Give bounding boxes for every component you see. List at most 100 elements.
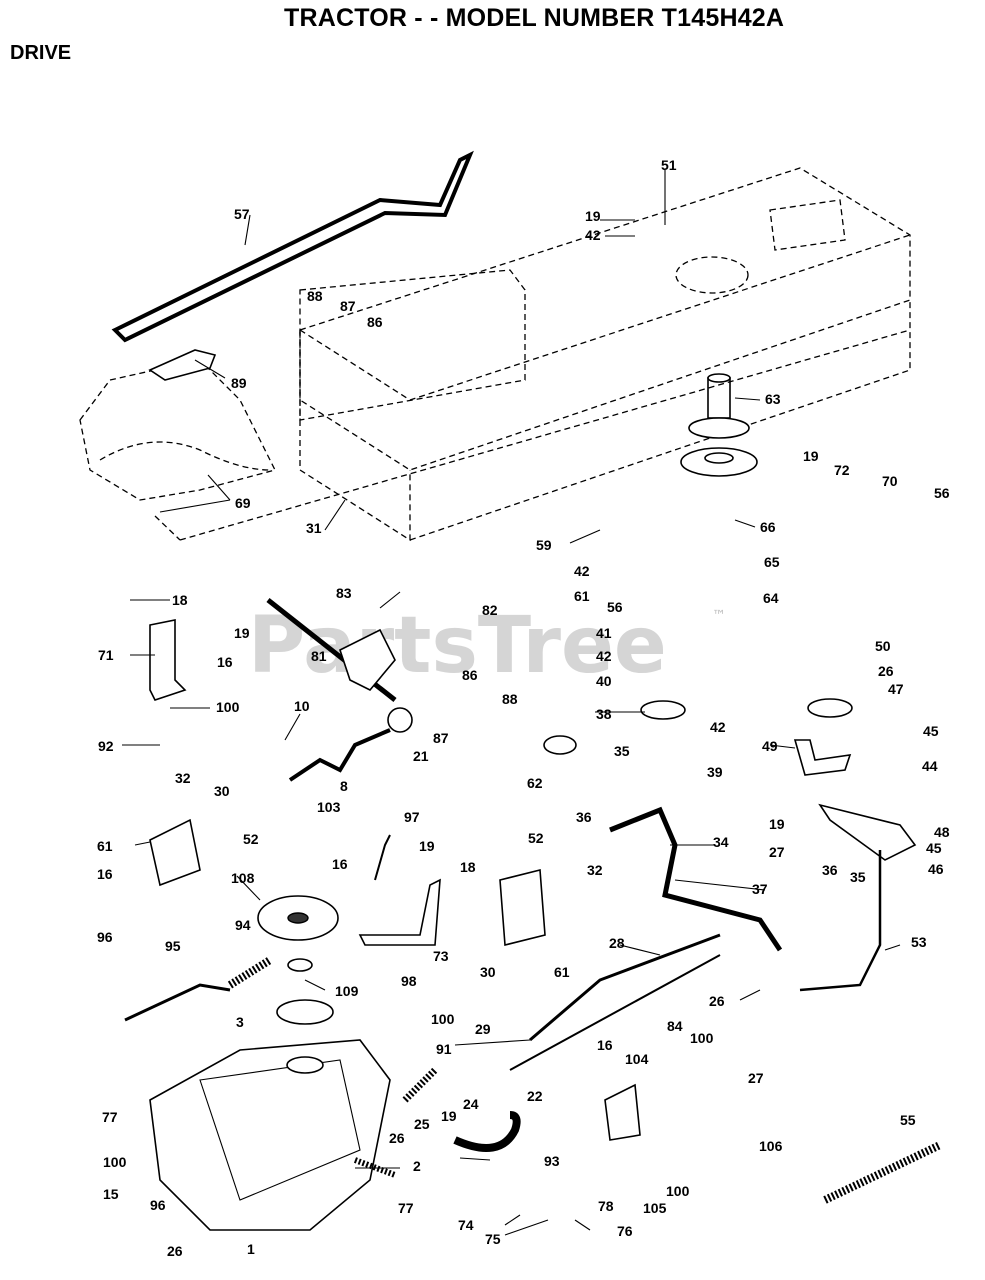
pulley-assembly bbox=[680, 373, 758, 477]
callout-25: 25 bbox=[414, 1116, 430, 1132]
callout-27: 27 bbox=[769, 844, 785, 860]
cross-shaft bbox=[609, 806, 783, 952]
callout-45: 45 bbox=[923, 723, 939, 739]
callout-3: 3 bbox=[236, 1014, 244, 1030]
callout-26: 26 bbox=[167, 1243, 183, 1259]
callout-26: 26 bbox=[878, 663, 894, 679]
callout-16: 16 bbox=[97, 866, 113, 882]
callout-42: 42 bbox=[585, 227, 601, 243]
belt-guide bbox=[148, 349, 217, 381]
bracket-71 bbox=[149, 619, 187, 701]
callout-106: 106 bbox=[759, 1138, 783, 1154]
callout-94: 94 bbox=[235, 917, 251, 933]
callout-10: 10 bbox=[294, 698, 310, 714]
cooling-fan bbox=[257, 895, 339, 941]
callout-98: 98 bbox=[401, 973, 417, 989]
callout-61: 61 bbox=[97, 838, 113, 854]
callout-31: 31 bbox=[306, 520, 322, 536]
bracket-30-right bbox=[499, 868, 546, 947]
rod-97 bbox=[374, 834, 391, 881]
callout-100: 100 bbox=[666, 1183, 690, 1199]
callout-46: 46 bbox=[928, 861, 944, 877]
bracket-104 bbox=[604, 1083, 641, 1141]
rod-28 bbox=[529, 933, 721, 1042]
callout-16: 16 bbox=[332, 856, 348, 872]
shift-knob bbox=[387, 707, 413, 733]
callout-52: 52 bbox=[528, 830, 544, 846]
callout-61: 61 bbox=[574, 588, 590, 604]
callout-19: 19 bbox=[769, 816, 785, 832]
callout-63: 63 bbox=[765, 391, 781, 407]
front-chassis bbox=[79, 359, 276, 501]
callout-50: 50 bbox=[875, 638, 891, 654]
page-title: TRACTOR - - MODEL NUMBER T145H42A bbox=[284, 4, 785, 32]
callout-56: 56 bbox=[934, 485, 950, 501]
callout-77: 77 bbox=[102, 1109, 118, 1125]
spring-25 bbox=[402, 1067, 438, 1103]
callout-105: 105 bbox=[643, 1200, 667, 1216]
callout-81: 81 bbox=[311, 648, 327, 664]
callout-52: 52 bbox=[243, 831, 259, 847]
callout-51: 51 bbox=[661, 157, 677, 173]
callout-36: 36 bbox=[822, 862, 838, 878]
callout-96: 96 bbox=[150, 1197, 166, 1213]
callout-15: 15 bbox=[103, 1186, 119, 1202]
callout-61: 61 bbox=[554, 964, 570, 980]
idler-pulley-47 bbox=[807, 698, 853, 718]
callout-35: 35 bbox=[850, 869, 866, 885]
bracket-30-left bbox=[149, 818, 201, 887]
callout-100: 100 bbox=[216, 699, 240, 715]
callout-42: 42 bbox=[574, 563, 590, 579]
callout-47: 47 bbox=[888, 681, 904, 697]
callout-39: 39 bbox=[707, 764, 723, 780]
callout-32: 32 bbox=[587, 862, 603, 878]
callout-87: 87 bbox=[433, 730, 449, 746]
callout-83: 83 bbox=[336, 585, 352, 601]
watermark: PartsTree bbox=[248, 601, 667, 691]
callout-37: 37 bbox=[752, 881, 768, 897]
callout-26: 26 bbox=[389, 1130, 405, 1146]
callout-41: 41 bbox=[596, 625, 612, 641]
rod-53 bbox=[799, 850, 882, 992]
callout-28: 28 bbox=[609, 935, 625, 951]
callout-44: 44 bbox=[922, 758, 938, 774]
callout-100: 100 bbox=[103, 1154, 127, 1170]
callout-27: 27 bbox=[748, 1070, 764, 1086]
callout-29: 29 bbox=[475, 1021, 491, 1037]
callout-93: 93 bbox=[544, 1153, 560, 1169]
callout-35: 35 bbox=[614, 743, 630, 759]
callout-109: 109 bbox=[335, 983, 359, 999]
bracket-49 bbox=[793, 739, 852, 776]
callout-88: 88 bbox=[502, 691, 518, 707]
callout-26: 26 bbox=[709, 993, 725, 1009]
transaxle bbox=[149, 1039, 391, 1231]
shift-bracket bbox=[339, 628, 396, 691]
shift-lever bbox=[288, 728, 391, 782]
callout-30: 30 bbox=[480, 964, 496, 980]
callout-21: 21 bbox=[413, 748, 429, 764]
callout-16: 16 bbox=[597, 1037, 613, 1053]
callout-38: 38 bbox=[596, 706, 612, 722]
callout-88: 88 bbox=[307, 288, 323, 304]
callout-19: 19 bbox=[419, 838, 435, 854]
callout-19: 19 bbox=[234, 625, 250, 641]
callout-49: 49 bbox=[762, 738, 778, 754]
callout-71: 71 bbox=[98, 647, 114, 663]
callout-73: 73 bbox=[433, 948, 449, 964]
callout-66: 66 bbox=[760, 519, 776, 535]
callout-62: 62 bbox=[527, 775, 543, 791]
spring-55 bbox=[823, 1141, 942, 1204]
callout-86: 86 bbox=[367, 314, 383, 330]
callout-36: 36 bbox=[576, 809, 592, 825]
callout-1: 1 bbox=[247, 1241, 255, 1257]
callout-77: 77 bbox=[398, 1200, 414, 1216]
callout-75: 75 bbox=[485, 1231, 501, 1247]
callout-labels: 51 19 42 57 88 87 86 89 63 19 72 70 56 6… bbox=[97, 157, 950, 1259]
callout-74: 74 bbox=[458, 1217, 474, 1233]
callout-18: 18 bbox=[460, 859, 476, 875]
callout-82: 82 bbox=[482, 602, 498, 618]
bracket-73 bbox=[358, 878, 441, 946]
callout-57: 57 bbox=[234, 206, 250, 222]
callout-16: 16 bbox=[217, 654, 233, 670]
